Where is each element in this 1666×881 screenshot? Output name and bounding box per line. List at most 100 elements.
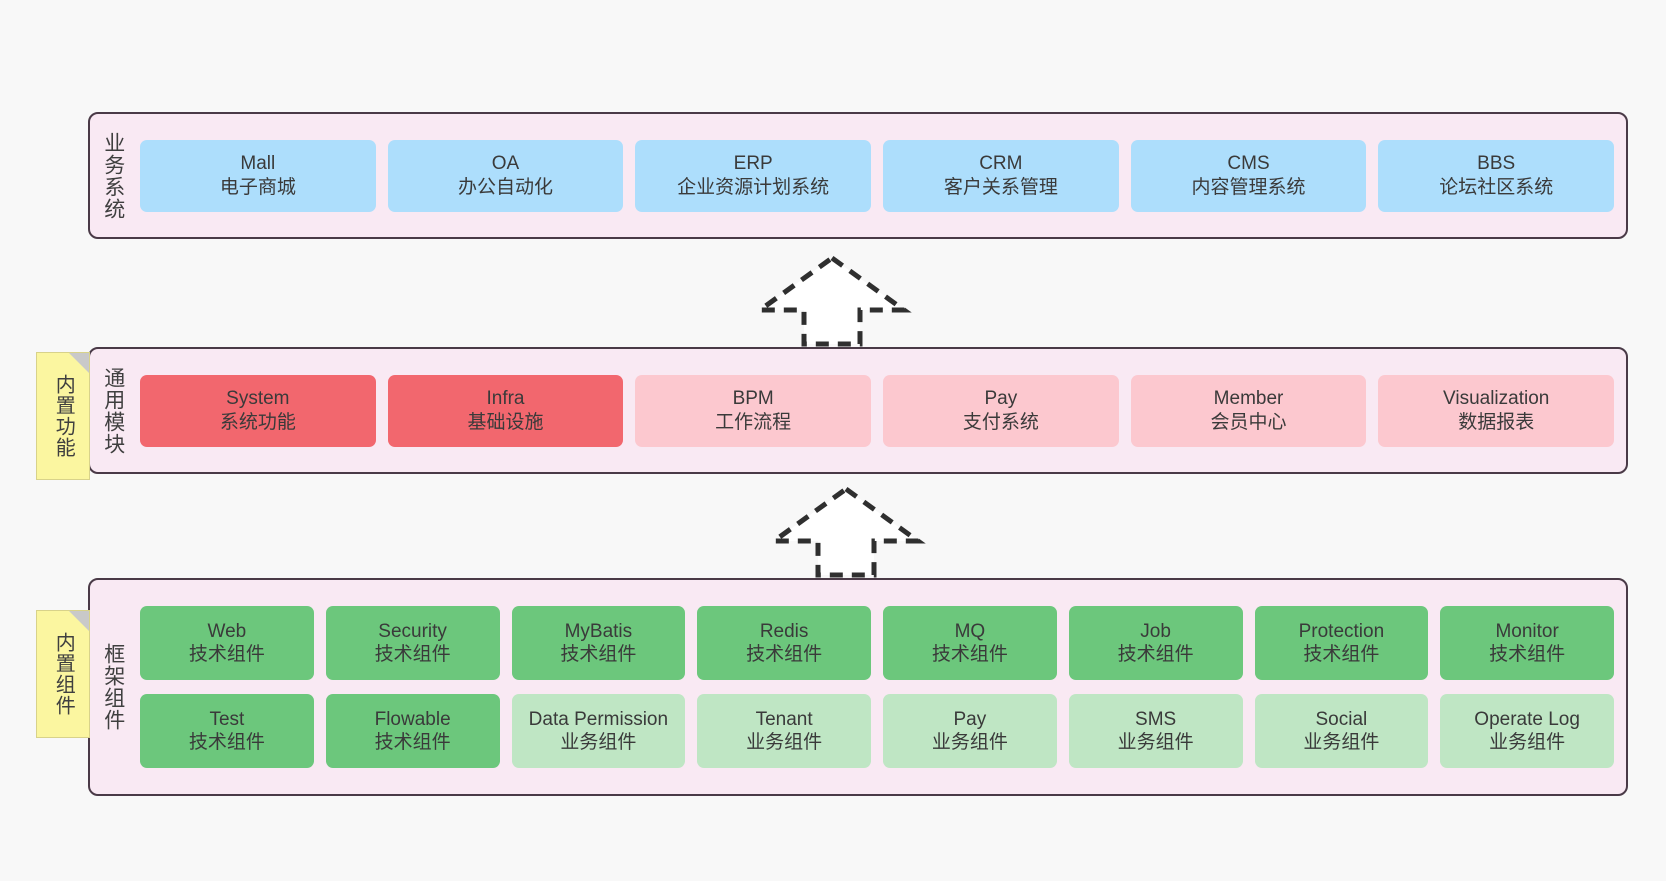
box-system[interactable]: System 系统功能 [140, 374, 376, 447]
box-flowable[interactable]: Flowable 技术组件 [325, 694, 500, 768]
box-title: Redis [759, 620, 809, 642]
box-title: Data Permission [528, 708, 669, 730]
box-subtitle: 技术组件 [1117, 644, 1194, 665]
box-subtitle: 业务组件 [746, 732, 823, 753]
box-redis[interactable]: Redis 技术组件 [697, 606, 871, 680]
panel-label-business-systems: 业务系统 [101, 131, 125, 220]
box-mall[interactable]: Mall 电子商城 [140, 139, 376, 212]
box-subtitle: 支付系统 [962, 411, 1039, 433]
box-cms[interactable]: CMS 内容管理系统 [1130, 139, 1367, 212]
arrow-build-icon [752, 254, 912, 347]
box-sms[interactable]: SMS 业务组件 [1068, 694, 1243, 768]
box-title: Pay [984, 388, 1018, 410]
box-title: Pay [953, 708, 987, 730]
box-tenant[interactable]: Tenant 业务组件 [697, 694, 871, 768]
box-title: CMS [1227, 153, 1270, 175]
box-subtitle: 技术组件 [560, 644, 637, 665]
box-title: Security [378, 620, 447, 642]
note-label: 内置组件 [52, 632, 75, 716]
box-subtitle: 电子商城 [219, 176, 296, 198]
box-test[interactable]: Test 技术组件 [140, 694, 314, 768]
box-subtitle: 内容管理系统 [1191, 176, 1306, 198]
note-fold-corner-icon [69, 611, 89, 631]
box-title: Job [1140, 620, 1171, 642]
box-subtitle: 技术组件 [374, 644, 451, 665]
panel-body-framework-components: Web 技术组件 Security 技术组件 MyBatis 技术组件 Redi… [136, 580, 1626, 794]
arrow-implement-icon [766, 485, 926, 578]
box-crm[interactable]: CRM 客户关系管理 [883, 139, 1119, 212]
box-title: Tenant [755, 708, 813, 730]
box-title: BPM [732, 388, 774, 410]
box-mq[interactable]: MQ 技术组件 [883, 606, 1057, 680]
framework-row-business: Test 技术组件 Flowable 技术组件 Data Permission … [140, 694, 1614, 768]
box-subtitle: 客户关系管理 [943, 176, 1058, 198]
box-subtitle: 技术组件 [746, 644, 823, 665]
box-subtitle: 技术组件 [1489, 644, 1566, 665]
box-mybatis[interactable]: MyBatis 技术组件 [511, 606, 686, 680]
note-label: 内置功能 [52, 374, 75, 458]
box-subtitle: 办公自动化 [458, 176, 554, 198]
panel-label-common-modules: 通用模块 [101, 366, 125, 455]
box-subtitle: 系统功能 [219, 411, 296, 433]
box-subtitle: 技术组件 [931, 644, 1008, 665]
box-infra[interactable]: Infra 基础设施 [387, 374, 624, 447]
panel-common-modules: 通用模块 System 系统功能 Infra 基础设施 BPM 工作流程 Pay… [88, 347, 1628, 474]
box-subtitle: 工作流程 [715, 411, 792, 433]
box-title: MQ [954, 620, 986, 642]
box-bpm[interactable]: BPM 工作流程 [635, 374, 872, 447]
box-subtitle: 业务组件 [931, 732, 1008, 753]
box-title: System [226, 388, 290, 410]
box-oa[interactable]: OA 办公自动化 [387, 139, 624, 212]
box-erp[interactable]: ERP 企业资源计划系统 [635, 139, 872, 212]
panel-business-systems: 业务系统 Mall 电子商城 OA 办公自动化 ERP 企业资源计划系统 CRM… [88, 112, 1628, 239]
box-subtitle: 技术组件 [188, 644, 265, 665]
box-title: Flowable [374, 708, 451, 730]
box-title: OA [491, 153, 520, 175]
box-subtitle: 会员中心 [1210, 411, 1287, 433]
panel-label-framework-components: 框架组件 [101, 643, 125, 731]
box-subtitle: 技术组件 [1303, 644, 1380, 665]
box-pay-module[interactable]: Pay 支付系统 [883, 374, 1119, 447]
box-subtitle: 数据报表 [1458, 411, 1535, 433]
box-title: Test [209, 708, 245, 730]
box-visualization[interactable]: Visualization 数据报表 [1378, 374, 1615, 447]
framework-row-technical: Web 技术组件 Security 技术组件 MyBatis 技术组件 Redi… [140, 606, 1614, 680]
box-subtitle: 技术组件 [374, 732, 451, 753]
box-title: Infra [486, 388, 525, 410]
box-monitor[interactable]: Monitor 技术组件 [1440, 606, 1614, 680]
box-title: Protection [1298, 620, 1385, 642]
box-title: MyBatis [564, 620, 633, 642]
box-web[interactable]: Web 技术组件 [140, 606, 314, 680]
box-data-permission[interactable]: Data Permission 业务组件 [511, 694, 686, 768]
box-pay-component[interactable]: Pay 业务组件 [883, 694, 1057, 768]
box-title: Social [1315, 708, 1368, 730]
box-title: Mall [240, 153, 276, 175]
note-builtin-function: 内置功能 [36, 352, 90, 480]
box-bbs[interactable]: BBS 论坛社区系统 [1378, 139, 1615, 212]
box-title: CRM [979, 153, 1023, 175]
panel-framework-components: 框架组件 Web 技术组件 Security 技术组件 MyBatis 技术组件… [88, 578, 1628, 796]
box-title: SMS [1135, 708, 1177, 730]
box-title: ERP [733, 153, 773, 175]
note-builtin-component: 内置组件 [36, 610, 90, 738]
box-title: BBS [1477, 153, 1516, 175]
box-title: Web [207, 620, 247, 642]
box-subtitle: 业务组件 [560, 732, 637, 753]
box-subtitle: 企业资源计划系统 [677, 176, 830, 198]
panel-body-business-systems: Mall 电子商城 OA 办公自动化 ERP 企业资源计划系统 CRM 客户关系… [136, 114, 1626, 237]
box-title: Monitor [1495, 620, 1559, 642]
box-member[interactable]: Member 会员中心 [1130, 374, 1367, 447]
box-title: Visualization [1443, 388, 1550, 410]
box-protection[interactable]: Protection 技术组件 [1254, 606, 1429, 680]
box-title: Member [1213, 388, 1284, 410]
box-security[interactable]: Security 技术组件 [325, 606, 500, 680]
box-job[interactable]: Job 技术组件 [1068, 606, 1243, 680]
box-subtitle: 业务组件 [1303, 732, 1380, 753]
box-operate-log[interactable]: Operate Log 业务组件 [1440, 694, 1614, 768]
box-social[interactable]: Social 业务组件 [1254, 694, 1429, 768]
box-subtitle: 论坛社区系统 [1439, 176, 1554, 198]
panel-body-common-modules: System 系统功能 Infra 基础设施 BPM 工作流程 Pay 支付系统… [136, 349, 1626, 472]
note-fold-corner-icon [69, 353, 89, 373]
box-subtitle: 业务组件 [1489, 732, 1566, 753]
